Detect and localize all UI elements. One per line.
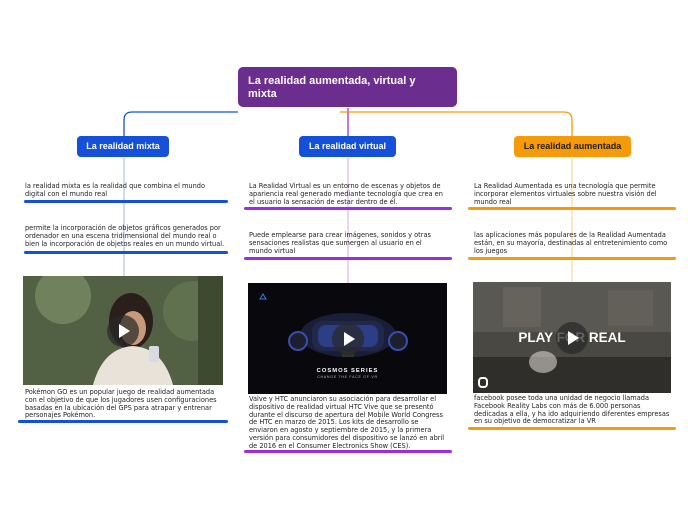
girl-photo-illustration xyxy=(23,276,223,385)
note-aumentada-1[interactable]: La Realidad Aumentada es una tecnología … xyxy=(474,182,657,206)
underline-aumentada-caption xyxy=(468,427,676,430)
underline-aumentada-2 xyxy=(468,257,676,260)
note-virtual-2[interactable]: Puede emplearse para crear imágenes, son… xyxy=(249,231,431,255)
caption-mixta[interactable]: Pokémon GO es un popular juego de realid… xyxy=(25,388,217,420)
video-thumbnail-play-for-real[interactable]: PLAY FOR REAL xyxy=(473,282,671,393)
underline-mixta-1 xyxy=(24,200,228,203)
branch-realidad-mixta[interactable]: La realidad mixta xyxy=(77,136,169,157)
play-icon[interactable] xyxy=(107,314,139,347)
root-topic[interactable]: La realidad aumentada, virtual y mixta xyxy=(238,67,457,107)
branch-realidad-aumentada[interactable]: La realidad aumentada xyxy=(514,136,631,157)
video-subtitle-cosmos: CHANGE THE FACE OF VR xyxy=(317,375,378,379)
note-mixta-2[interactable]: permite la incorporación de objetos gráf… xyxy=(25,224,225,248)
underline-virtual-caption xyxy=(244,450,452,453)
play-icon[interactable] xyxy=(556,321,588,354)
video-thumbnail-vive-cosmos[interactable]: COSMOS SERIES CHANGE THE FACE OF VR xyxy=(248,283,447,394)
video-thumbnail-pokemon[interactable] xyxy=(23,276,223,385)
connector-root-aumentada xyxy=(340,111,573,136)
underline-mixta-caption xyxy=(18,420,228,423)
note-mixta-1[interactable]: la realidad mixta es la realidad que com… xyxy=(25,182,205,198)
video-title-cosmos: COSMOS SERIES xyxy=(317,368,379,374)
underline-virtual-2 xyxy=(244,257,452,260)
note-virtual-1[interactable]: La Realidad Virtual es un entorno de esc… xyxy=(249,182,443,206)
underline-aumentada-1 xyxy=(468,207,676,210)
play-icon[interactable] xyxy=(331,322,364,355)
note-aumentada-2[interactable]: las aplicaciones más populares de la Rea… xyxy=(474,231,668,255)
root-title: La realidad aumentada, virtual y mixta xyxy=(248,75,416,100)
connector-root-mixta xyxy=(123,111,238,136)
caption-virtual[interactable]: Valve y HTC anunciaron su asociación par… xyxy=(249,395,445,450)
caption-aumentada[interactable]: facebook posee toda una unidad de negoci… xyxy=(474,394,670,426)
underline-virtual-1 xyxy=(244,207,452,210)
underline-mixta-2 xyxy=(24,251,228,254)
branch-realidad-virtual[interactable]: La realidad virtual xyxy=(299,136,396,157)
